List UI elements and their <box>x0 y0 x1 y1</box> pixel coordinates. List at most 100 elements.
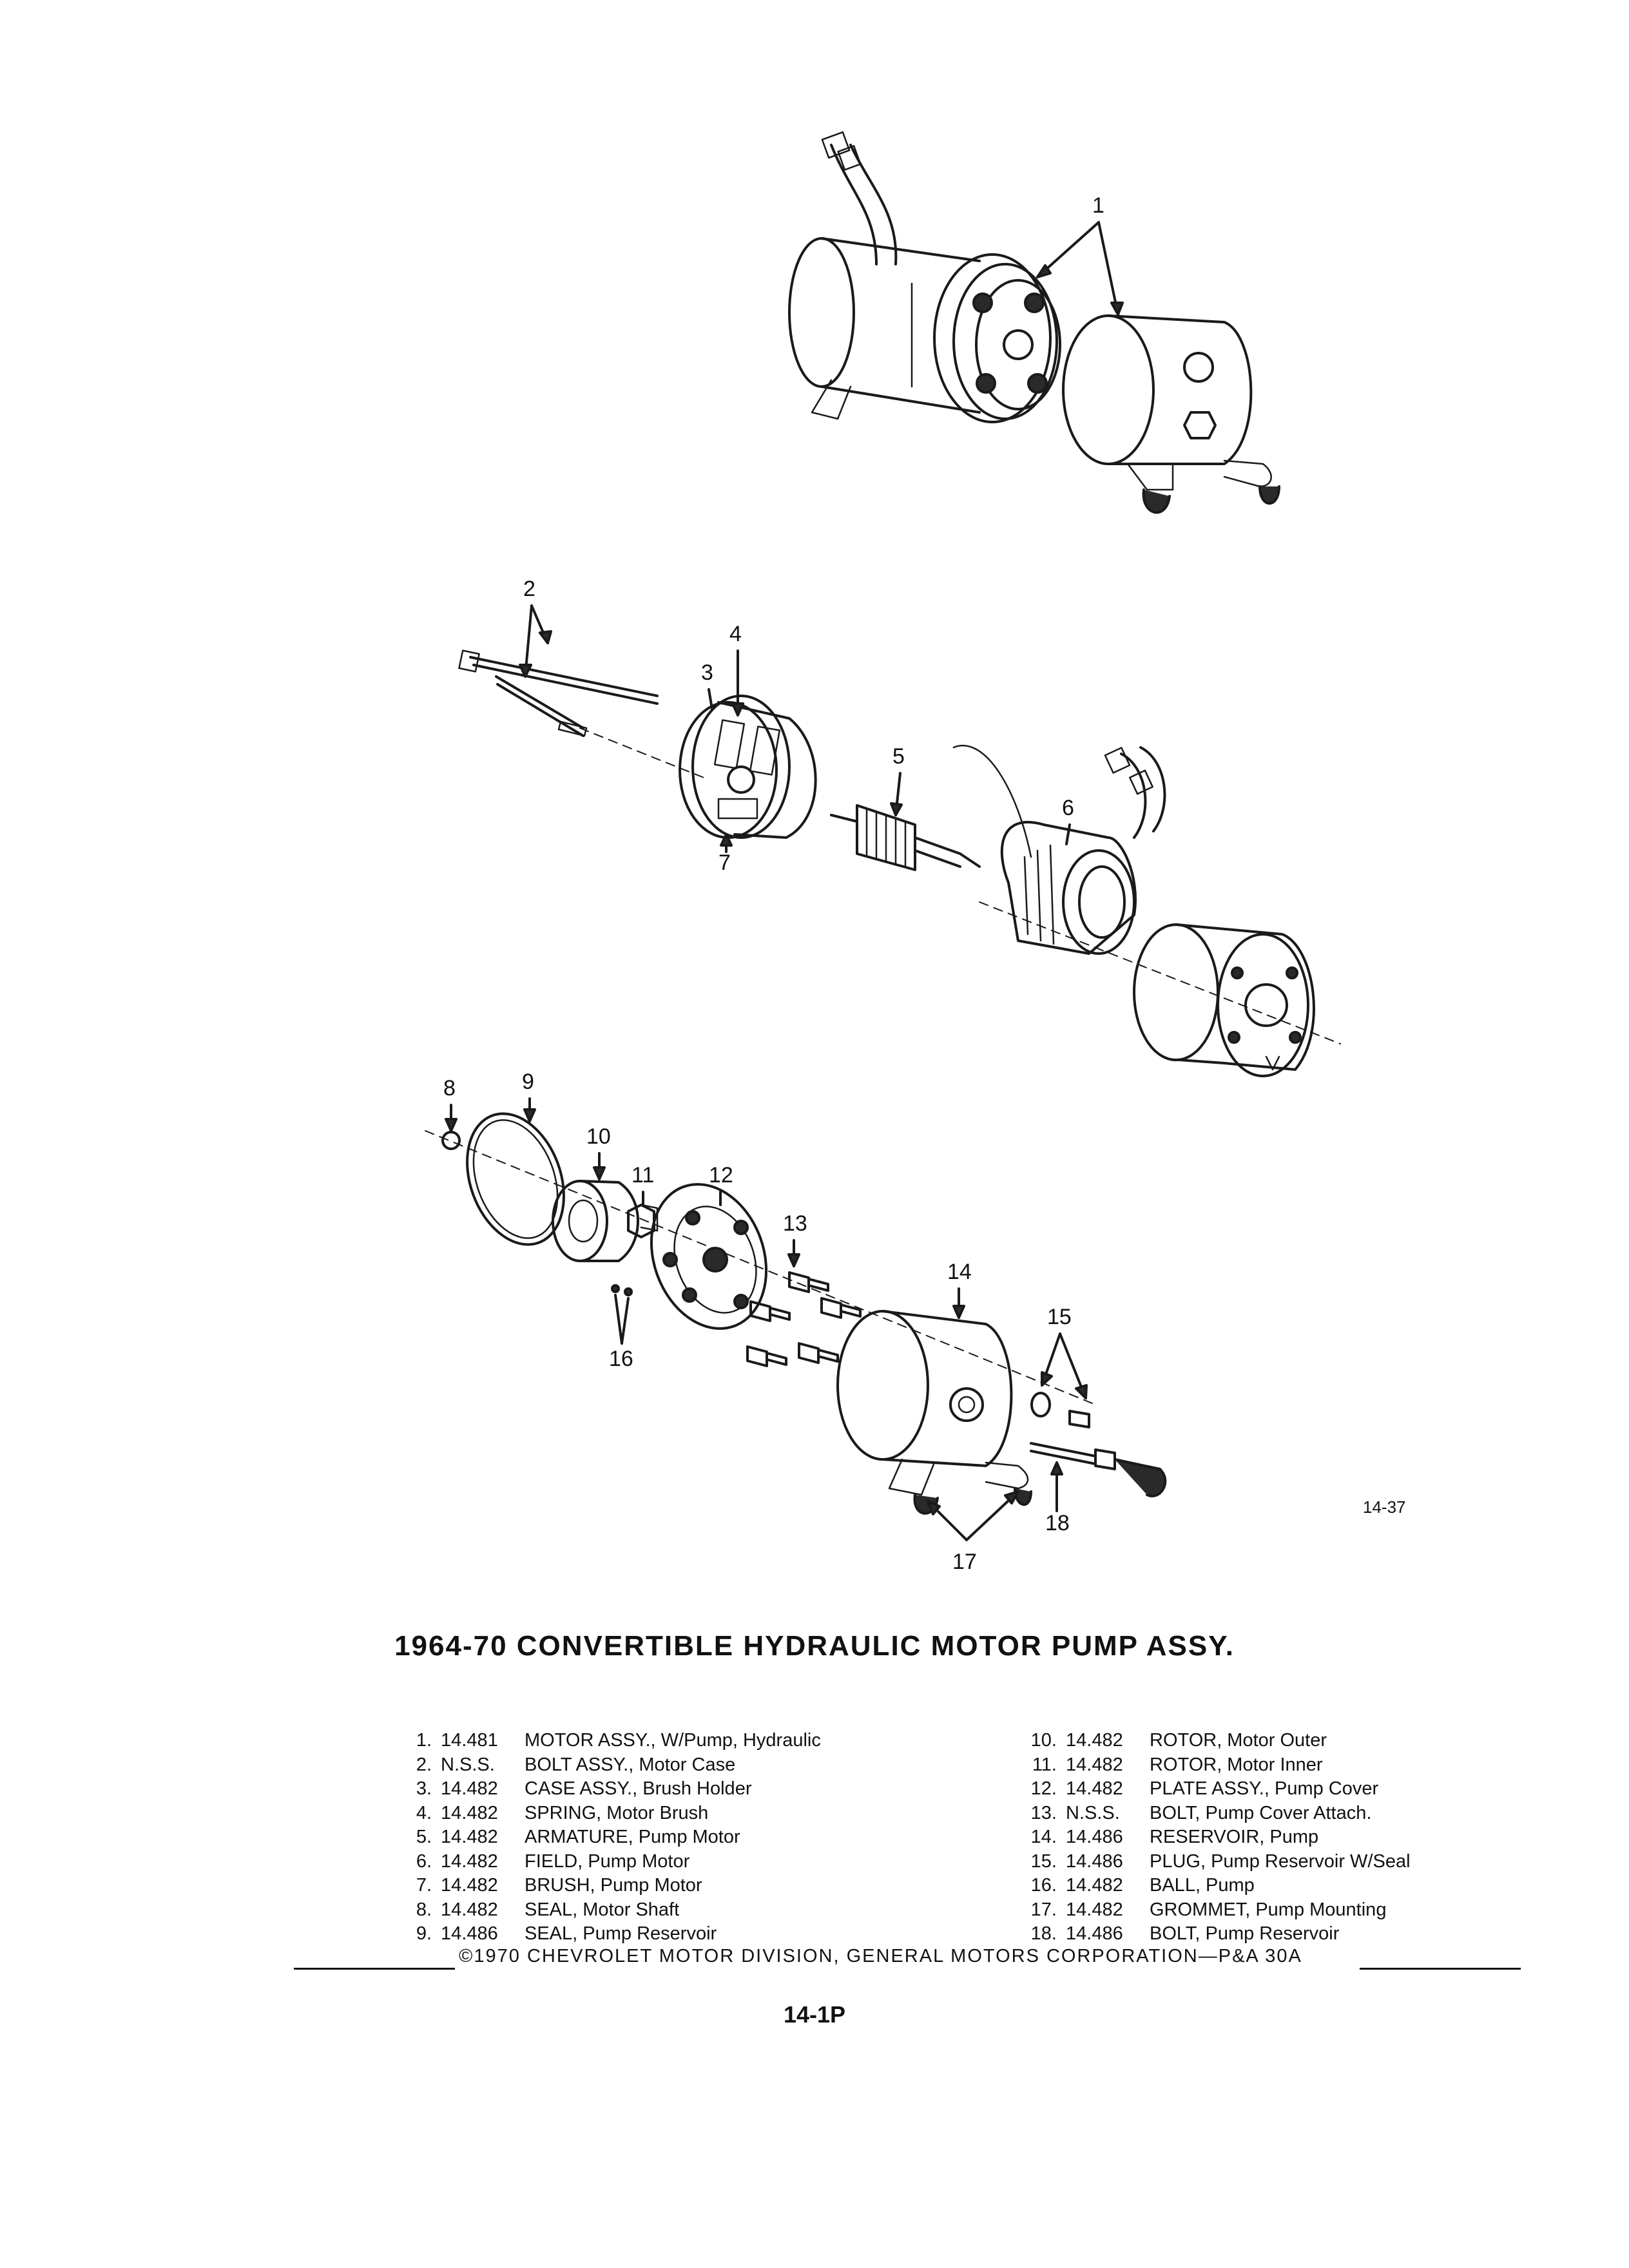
legend-item-code: 14.481 <box>441 1730 498 1751</box>
legend-item-description: ROTOR, Motor Outer <box>1150 1730 1327 1751</box>
legend-item-code: 14.486 <box>1066 1850 1123 1872</box>
legend-row: 4. 14.482 SPRING, Motor Brush <box>393 1802 821 1826</box>
legend-item-code: 14.482 <box>441 1802 498 1823</box>
legend-item-description: SEAL, Pump Reservoir <box>525 1923 717 1944</box>
callout-3: 3 <box>701 660 713 685</box>
legend-item-number: 10. <box>1030 1730 1057 1751</box>
callout-12: 12 <box>709 1163 733 1187</box>
callout-11: 11 <box>631 1163 654 1187</box>
callout-15: 15 <box>1047 1305 1072 1329</box>
page-title: 1964-70 CONVERTIBLE HYDRAULIC MOTOR PUMP… <box>394 1630 1235 1662</box>
callout-18: 18 <box>1045 1511 1070 1535</box>
legend-item-description: MOTOR ASSY., W/Pump, Hydraulic <box>525 1730 821 1751</box>
callout-10: 10 <box>586 1124 611 1149</box>
legend-item-code: 14.482 <box>441 1899 498 1920</box>
legend-item-description: CASE ASSY., Brush Holder <box>525 1778 752 1799</box>
legend-item-description: PLUG, Pump Reservoir W/Seal <box>1150 1850 1411 1872</box>
legend-row: 5. 14.482 ARMATURE, Pump Motor <box>393 1825 821 1850</box>
callout-14: 14 <box>947 1260 972 1284</box>
legend-item-number: 11. <box>1032 1754 1057 1775</box>
callout-1: 1 <box>1092 193 1104 218</box>
legend-row: 13. N.S.S. BOLT, Pump Cover Attach. <box>1018 1802 1411 1826</box>
legend-item-code: 14.482 <box>1066 1875 1123 1896</box>
legend-item-code: 14.486 <box>441 1923 498 1944</box>
legend-item-number: 8. <box>416 1899 432 1920</box>
footer-rule-right <box>1360 1968 1521 1970</box>
legend-item-code: 14.482 <box>441 1778 498 1799</box>
legend-item-description: ROTOR, Motor Inner <box>1150 1754 1323 1775</box>
callout-13: 13 <box>783 1211 807 1236</box>
callout-7: 7 <box>718 850 731 875</box>
legend-item-number: 16. <box>1030 1875 1057 1896</box>
legend-row: 1. 14.481 MOTOR ASSY., W/Pump, Hydraulic <box>393 1729 821 1753</box>
legend-item-description: SEAL, Motor Shaft <box>525 1899 680 1920</box>
legend-item-number: 2. <box>416 1754 432 1775</box>
legend-item-number: 14. <box>1030 1827 1057 1847</box>
legend-item-description: BOLT, Pump Reservoir <box>1150 1923 1340 1944</box>
page-number: 14-1P <box>783 2001 846 2028</box>
legend-item-description: RESERVOIR, Pump <box>1150 1827 1319 1847</box>
callout-6: 6 <box>1062 796 1074 820</box>
legend-item-code: 14.486 <box>1066 1923 1123 1944</box>
legend-item-description: BOLT ASSY., Motor Case <box>525 1754 736 1775</box>
legend-row: 16. 14.482 BALL, Pump <box>1018 1874 1411 1898</box>
callout-2: 2 <box>523 577 535 601</box>
legend-item-number: 1. <box>416 1730 432 1751</box>
legend-item-code: 14.482 <box>1066 1754 1123 1775</box>
legend-row: 17. 14.482 GROMMET, Pump Mounting <box>1018 1898 1411 1923</box>
legend-item-description: GROMMET, Pump Mounting <box>1150 1899 1387 1920</box>
legend-row: 18. 14.486 BOLT, Pump Reservoir <box>1018 1922 1411 1946</box>
legend-row: 10. 14.482 ROTOR, Motor Outer <box>1018 1729 1411 1753</box>
legend-item-number: 5. <box>416 1827 432 1847</box>
legend-item-description: BRUSH, Pump Motor <box>525 1875 702 1896</box>
legend-item-number: 17. <box>1030 1899 1057 1920</box>
callout-16: 16 <box>609 1347 633 1371</box>
legend-item-number: 15. <box>1030 1850 1057 1872</box>
legend-row: 14. 14.486 RESERVOIR, Pump <box>1018 1825 1411 1850</box>
legend-item-number: 13. <box>1030 1802 1057 1823</box>
legend-item-description: BOLT, Pump Cover Attach. <box>1150 1802 1372 1823</box>
pump-exploded-drawing: 8 9 10 11 12 13 14 15 16 <box>425 1070 1406 1574</box>
callout-5: 5 <box>892 744 905 769</box>
callout-17: 17 <box>952 1550 977 1574</box>
motor-assembly-drawing: 1 <box>788 131 1280 514</box>
legend-item-code: 14.482 <box>1066 1899 1123 1920</box>
legend-row: 15. 14.486 PLUG, Pump Reservoir W/Seal <box>1018 1850 1411 1874</box>
exploded-parts-diagram: 1 <box>425 131 1406 1574</box>
legend-item-description: ARMATURE, Pump Motor <box>525 1827 740 1847</box>
legend-item-number: 9. <box>416 1923 432 1944</box>
callout-8: 8 <box>443 1076 456 1100</box>
legend-item-code: 14.482 <box>441 1850 498 1872</box>
copyright-footer: ©1970 CHEVROLET MOTOR DIVISION, GENERAL … <box>0 1946 1629 1978</box>
legend-item-description: BALL, Pump <box>1150 1875 1255 1896</box>
legend-row: 6. 14.482 FIELD, Pump Motor <box>393 1850 821 1874</box>
figure-number: 14-37 <box>1363 1497 1406 1517</box>
legend-item-code: 14.486 <box>1066 1827 1123 1847</box>
footer-rule-left <box>294 1968 455 1970</box>
legend-item-code: 14.482 <box>1066 1778 1123 1799</box>
legend-item-code: N.S.S. <box>1066 1802 1120 1823</box>
legend-item-description: SPRING, Motor Brush <box>525 1802 709 1823</box>
legend-item-code: 14.482 <box>441 1827 498 1847</box>
legend-item-code: N.S.S. <box>441 1754 495 1775</box>
legend-item-number: 12. <box>1030 1778 1057 1799</box>
legend-row: 2. N.S.S. BOLT ASSY., Motor Case <box>393 1753 821 1778</box>
legend-item-number: 18. <box>1030 1923 1057 1944</box>
motor-exploded-drawing: 2 3 4 5 6 7 <box>458 577 1341 1077</box>
legend-item-number: 4. <box>416 1802 432 1823</box>
legend-item-code: 14.482 <box>1066 1730 1123 1751</box>
legend-row: 12. 14.482 PLATE ASSY., Pump Cover <box>1018 1777 1411 1802</box>
legend-row: 9. 14.486 SEAL, Pump Reservoir <box>393 1922 821 1946</box>
legend-item-description: PLATE ASSY., Pump Cover <box>1150 1778 1379 1799</box>
footer-text: ©1970 CHEVROLET MOTOR DIVISION, GENERAL … <box>459 1946 1302 1966</box>
legend-item-number: 6. <box>416 1850 432 1872</box>
legend-row: 8. 14.482 SEAL, Motor Shaft <box>393 1898 821 1923</box>
legend-row: 11. 14.482 ROTOR, Motor Inner <box>1018 1753 1411 1778</box>
legend-item-number: 7. <box>416 1875 432 1896</box>
legend-item-description: FIELD, Pump Motor <box>525 1850 690 1872</box>
